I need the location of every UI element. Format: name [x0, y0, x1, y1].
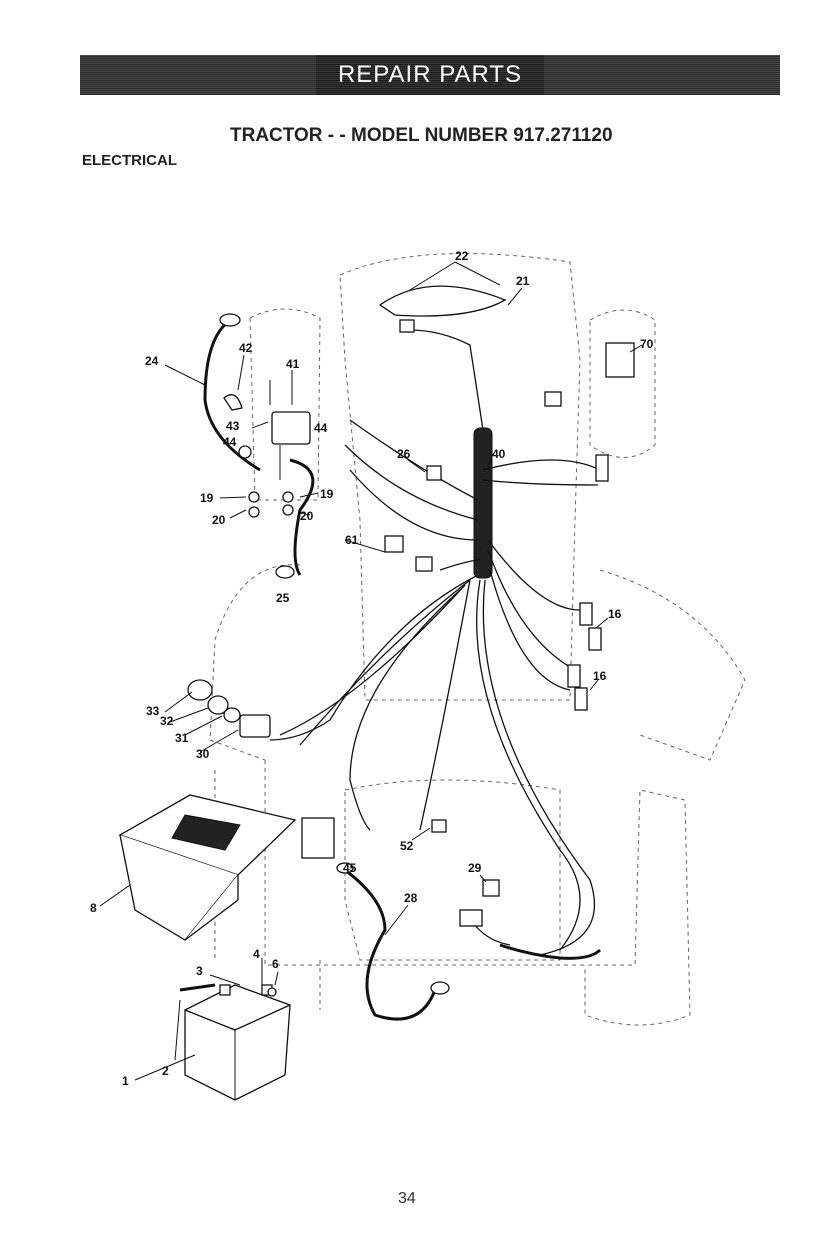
callout-16-lower: 16 — [593, 669, 607, 683]
callout-21: 21 — [516, 274, 530, 288]
callout-3: 3 — [196, 964, 203, 978]
solenoid-assembly — [224, 375, 310, 517]
hour-meter — [302, 818, 334, 858]
switches-connectors — [385, 320, 634, 926]
callout-40: 40 — [492, 447, 506, 461]
callout-70: 70 — [640, 337, 654, 351]
callout-45: 45 — [343, 861, 357, 875]
callout-25: 25 — [276, 591, 290, 605]
ignition-switch — [188, 680, 270, 737]
callout-1: 1 — [122, 1074, 129, 1088]
callout-29: 29 — [468, 861, 482, 875]
page-number: 34 — [398, 1190, 416, 1208]
callout-52: 52 — [400, 839, 414, 853]
callout-19-left: 19 — [200, 491, 214, 505]
callout-42: 42 — [239, 341, 253, 355]
callout-26: 26 — [397, 447, 411, 461]
callout-61: 61 — [345, 533, 359, 547]
ground-cables — [205, 314, 449, 1019]
callout-20-left: 20 — [212, 513, 226, 527]
callout-31: 31 — [175, 731, 189, 745]
callout-22: 22 — [455, 249, 469, 263]
battery-box — [120, 795, 295, 940]
callout-16-upper: 16 — [608, 607, 622, 621]
callout-4: 4 — [253, 947, 260, 961]
callout-28: 28 — [404, 891, 418, 905]
callout-8: 8 — [90, 901, 97, 915]
callout-6: 6 — [272, 957, 279, 971]
harness-coil-upper — [474, 428, 492, 578]
callout-19-right: 19 — [320, 487, 334, 501]
callout-2: 2 — [162, 1064, 169, 1078]
battery — [180, 985, 290, 1100]
callout-32: 32 — [160, 714, 174, 728]
callout-44-left: 44 — [223, 435, 237, 449]
callout-44-right: 44 — [314, 421, 328, 435]
callout-43: 43 — [226, 419, 240, 433]
callout-41: 41 — [286, 357, 300, 371]
callout-24: 24 — [145, 354, 159, 368]
callout-20-right: 20 — [300, 509, 314, 523]
callout-33: 33 — [146, 704, 160, 718]
callout-30: 30 — [196, 747, 210, 761]
